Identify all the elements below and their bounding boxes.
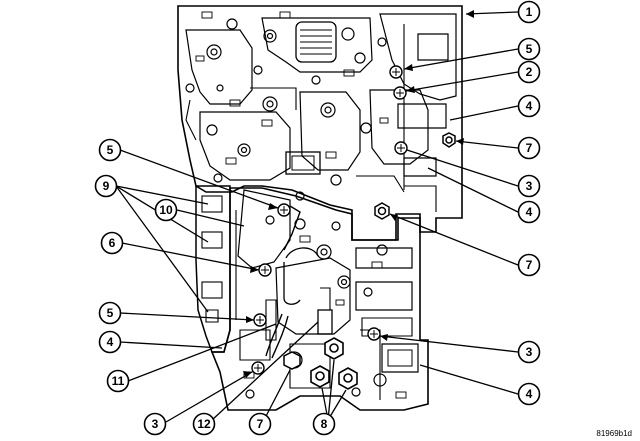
svg-text:7: 7: [526, 141, 533, 155]
callout-4: 4: [517, 200, 541, 224]
callout-3: 3: [517, 340, 541, 364]
leader-lines: [115, 11, 519, 423]
callout-8: 8: [312, 412, 336, 436]
bolt-7-lower: [283, 351, 301, 370]
leader-arrowheads: [243, 10, 474, 378]
svg-text:7: 7: [526, 258, 533, 272]
callout-4: 4: [517, 382, 541, 406]
left-separator-plate: [195, 185, 231, 353]
valve-body-upper-housing: [177, 5, 463, 241]
svg-text:3: 3: [526, 179, 533, 193]
callout-3: 3: [143, 412, 167, 436]
upper-housing-ports: [185, 18, 387, 201]
figure-code: 81969b1d: [596, 429, 632, 438]
svg-text:4: 4: [526, 205, 533, 219]
callout-3: 3: [517, 174, 541, 198]
svg-text:6: 6: [109, 236, 116, 250]
callout-12: 12: [192, 412, 216, 436]
svg-text:11: 11: [112, 374, 125, 388]
callout-7: 7: [517, 136, 541, 160]
svg-text:5: 5: [526, 42, 533, 56]
callout-5: 5: [517, 37, 541, 61]
bolts-8-cluster: [310, 337, 358, 390]
svg-text:3: 3: [152, 417, 159, 431]
svg-text:7: 7: [257, 417, 264, 431]
callout-5: 5: [98, 301, 122, 325]
wiring-harness: [265, 205, 301, 359]
callout-11: 11: [106, 369, 130, 393]
callout-6: 6: [100, 231, 124, 255]
svg-text:12: 12: [197, 417, 211, 431]
callout-9: 9: [94, 174, 118, 198]
callout-10: 10: [154, 198, 178, 222]
callout-5: 5: [98, 138, 122, 162]
callout-7: 7: [517, 253, 541, 277]
svg-text:5: 5: [107, 143, 114, 157]
svg-text:9: 9: [103, 179, 110, 193]
svg-text:4: 4: [526, 99, 533, 113]
bolt-7-upper: [442, 132, 456, 148]
callout-7: 7: [248, 412, 272, 436]
svg-text:4: 4: [526, 387, 533, 401]
svg-text:8: 8: [321, 417, 328, 431]
callout-1: 1: [517, 0, 541, 24]
svg-text:1: 1: [526, 5, 533, 19]
callout-4: 4: [517, 94, 541, 118]
callout-4: 4: [98, 330, 122, 354]
upper-housing-hatch-marks: [195, 11, 389, 165]
svg-text:10: 10: [159, 203, 173, 217]
check-balls: [251, 65, 408, 375]
valve-body-lower-housing: [210, 187, 429, 411]
callout-2: 2: [517, 60, 541, 84]
svg-text:2: 2: [526, 65, 533, 79]
svg-text:3: 3: [526, 345, 533, 359]
svg-text:4: 4: [107, 335, 114, 349]
bolt-7-middle: [374, 202, 390, 220]
svg-text:5: 5: [107, 306, 114, 320]
